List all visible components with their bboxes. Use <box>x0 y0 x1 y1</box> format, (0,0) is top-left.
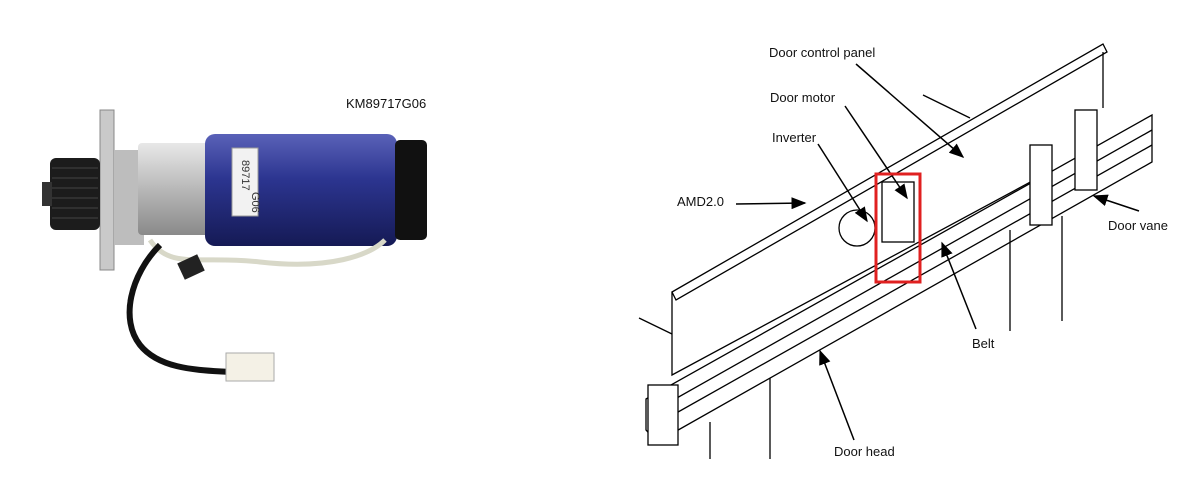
label-inverter: Inverter <box>772 130 817 145</box>
label-door-motor: Door motor <box>770 90 836 105</box>
leader-arrows <box>735 63 1140 441</box>
small-connector <box>177 254 205 280</box>
motor-end-cap <box>395 140 427 240</box>
gearbox <box>138 143 210 235</box>
label-belt: Belt <box>972 336 995 351</box>
pulley <box>50 158 100 230</box>
door-operator-diagram <box>638 43 1153 459</box>
inverter <box>838 209 876 247</box>
motor-label <box>231 147 259 217</box>
connector-plug <box>225 352 275 382</box>
door-head-rail <box>645 113 1153 443</box>
label-amd: AMD2.0 <box>677 194 724 209</box>
door-vane-right <box>1074 109 1098 191</box>
mounting-bracket <box>99 109 115 271</box>
part-number: KM89717G06 <box>346 96 427 111</box>
door-vane-left <box>1029 144 1053 226</box>
door-motor-photo <box>42 109 427 382</box>
door-control-panel <box>671 178 1037 377</box>
door-motor-highlight-box <box>874 172 922 284</box>
motor-label-line1: 89717 <box>239 160 251 191</box>
cable <box>126 242 231 375</box>
label-door-head: Door head <box>834 444 895 459</box>
door-motor <box>881 181 915 243</box>
motor-label-line2: G06 <box>249 192 261 213</box>
label-door-control-panel: Door control panel <box>769 45 876 60</box>
label-door-vane: Door vane <box>1108 218 1168 233</box>
